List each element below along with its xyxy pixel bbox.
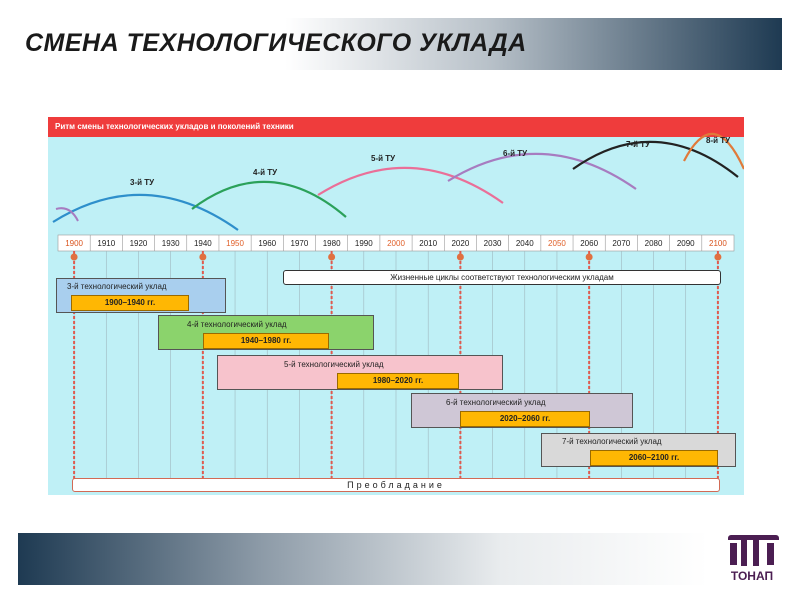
wave-label-7: 7-й ТУ [626,140,651,149]
year-label-2080: 2080 [645,239,663,248]
year-label-2050: 2050 [548,239,566,248]
wave-5 [317,166,504,204]
paradigm-name-3: 3-й технологический уклад [67,282,167,291]
boundary-dot-2100 [714,253,722,261]
wave-label-6: 6-й ТУ [503,149,528,158]
wave-3 [52,193,239,231]
technological-paradigm-diagram: Ритм смены технологических укладов и пок… [48,117,744,495]
year-label-1980: 1980 [323,239,341,248]
wave-8 [683,132,744,170]
diagram-header: Ритм смены технологических укладов и пок… [55,122,294,131]
year-label-1930: 1930 [162,239,180,248]
year-label-1920: 1920 [130,239,148,248]
year-label-1970: 1970 [291,239,309,248]
year-label-2000: 2000 [387,239,405,248]
boundary-dot-2060 [585,253,593,261]
wave-label-4: 4-й ТУ [253,168,278,177]
year-label-2100: 2100 [709,239,727,248]
wave-6 [447,152,637,190]
wave-label-8: 8-й ТУ [706,136,731,145]
prevalence-bar: Преобладание [72,478,720,492]
diagram-header-bar: Ритм смены технологических укладов и пок… [48,117,744,137]
paradigm-name-4: 4-й технологический уклад [187,320,287,329]
paradigm-range-7: 2060–2100 гг. [590,450,718,466]
paradigm-range-4: 1940–1980 гг. [203,333,329,349]
year-label-2070: 2070 [612,239,630,248]
paradigm-name-6: 6-й технологический уклад [446,398,546,407]
boundary-dot-1980 [328,253,336,261]
year-label-1900: 1900 [65,239,83,248]
slide-title: СМЕНА ТЕХНОЛОГИЧЕСКОГО УКЛАДА [25,29,527,57]
paradigm-range-3: 1900–1940 гг. [71,295,189,311]
footer-band [18,533,708,585]
boundary-dot-1940 [199,253,207,261]
year-label-1950: 1950 [226,239,244,248]
year-label-2090: 2090 [677,239,695,248]
year-label-2030: 2030 [484,239,502,248]
year-label-1910: 1910 [97,239,115,248]
paradigm-range-5: 1980–2020 гг. [337,373,459,389]
title-band [18,18,782,70]
year-label-2020: 2020 [451,239,469,248]
year-label-2040: 2040 [516,239,534,248]
boundary-dot-1900 [70,253,78,261]
year-label-2010: 2010 [419,239,437,248]
life-cycle-callout: Жизненные циклы соответствуют технологич… [283,270,721,285]
paradigm-name-5: 5-й технологический уклад [284,360,384,369]
paradigm-name-7: 7-й технологический уклад [562,437,662,446]
year-label-1960: 1960 [258,239,276,248]
wave-4 [191,180,347,218]
wave-7 [572,140,739,178]
wave-2-tail [55,207,79,222]
boundary-dot-2020 [456,253,464,261]
wave-label-5: 5-й ТУ [371,154,396,163]
paradigm-range-6: 2020–2060 гг. [460,411,590,427]
year-label-1990: 1990 [355,239,373,248]
wave-label-3: 3-й ТУ [130,178,155,187]
year-label-1940: 1940 [194,239,212,248]
logo-text: ТОНАП [730,569,774,583]
year-label-2060: 2060 [580,239,598,248]
tonap-logo-icon [728,535,779,566]
